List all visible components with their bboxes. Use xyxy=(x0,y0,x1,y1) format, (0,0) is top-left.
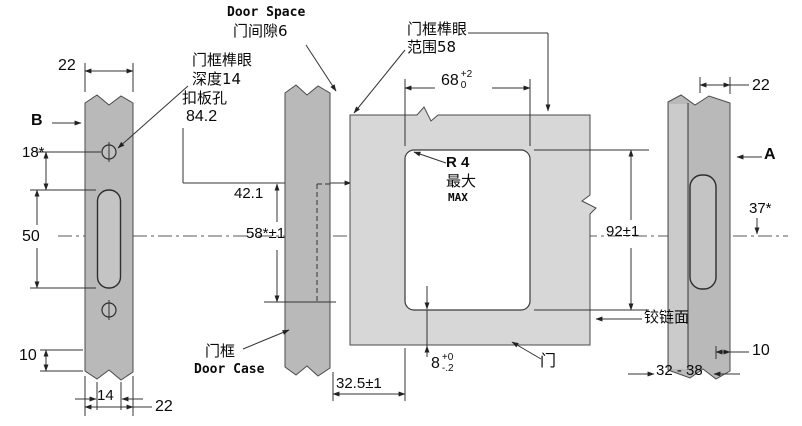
dim-hole-width: 68 +2 0 xyxy=(441,69,473,91)
callout-door-gap: 门间隙6 xyxy=(233,22,288,40)
dim-plate-b-mortise-height: 50 xyxy=(22,228,40,245)
dim-plate-a-offset: 37* xyxy=(749,200,772,217)
door-panel-group xyxy=(349,79,649,360)
plate-a-dimensions xyxy=(628,77,762,377)
dim-plate-b-width-top: 22 xyxy=(58,57,76,74)
tolerance-lower: -.2 xyxy=(441,362,454,374)
plate-b-dimensions xyxy=(30,63,152,416)
door-case-leader xyxy=(242,329,290,350)
callout-door-space-en: Door Space xyxy=(227,5,306,20)
door-case-bar xyxy=(284,84,331,377)
dim-hinge-offset: 42.1 xyxy=(234,185,264,202)
plate-a-mortise xyxy=(689,174,717,290)
door-leader xyxy=(511,341,542,360)
leader-line xyxy=(353,49,406,114)
callout-range: 范围58 xyxy=(407,38,457,56)
label-plate-b: B xyxy=(31,112,43,129)
hinge-mortise-hole xyxy=(404,149,531,311)
callout-frame-mortise: 门框榫眼 xyxy=(192,51,253,69)
leader-line xyxy=(117,85,189,149)
label-plate-a: A xyxy=(764,146,776,163)
door-case-group xyxy=(242,84,406,401)
label-door: 门 xyxy=(540,351,557,370)
dim-plate-b-bottom-offset: 10 xyxy=(19,347,37,364)
label-door-case-zh: 门框 xyxy=(205,342,236,360)
label-hinge-face: 铰链面 xyxy=(644,308,690,326)
dim-strike-plate: 84.2 xyxy=(186,108,218,125)
dim-plate-a-width-top: 22 xyxy=(752,77,770,94)
callout-frame-mortise-2: 门框榫眼 xyxy=(407,20,468,38)
callout-depth: 深度14 xyxy=(192,70,242,88)
tolerance-upper: +0 xyxy=(441,352,454,363)
plate-a-group xyxy=(667,94,731,380)
tolerance-lower: 0 xyxy=(460,79,467,91)
dim-plate-b-mortise-width: 14 xyxy=(97,387,114,404)
plate-b-mortise xyxy=(96,189,122,289)
callout-radius: R 4 xyxy=(446,154,470,171)
dim-hole-height: 92±1 xyxy=(606,223,640,240)
callout-strike-plate-hole: 扣板孔 xyxy=(182,89,228,107)
mortise-range-callout xyxy=(353,32,551,114)
dim-hole-depth-tolerance: +0 -.2 xyxy=(441,352,454,374)
dim-plate-a-bottom-offset: 10 xyxy=(752,342,770,359)
dim-hole-depth: 8 +0 -.2 xyxy=(431,352,454,374)
door-space-leader xyxy=(305,44,337,92)
dim-hole-width-tolerance: +2 0 xyxy=(460,69,473,91)
plate-a-face-strip xyxy=(669,104,688,369)
dim-plate-b-hole-offset: 18* xyxy=(22,144,45,161)
plate-b-group xyxy=(84,94,134,381)
callout-radius-max-zh: 最大 xyxy=(446,172,477,190)
dim-hole-depth-base: 8 xyxy=(431,354,440,372)
dim-case-mortise-height: 58*±1 xyxy=(246,225,286,242)
dim-case-edge: 32.5±1 xyxy=(336,375,382,392)
radius-leader xyxy=(413,151,447,164)
dim-hole-width-base: 68 xyxy=(441,71,459,89)
callout-radius-max-en: MAX xyxy=(448,191,468,204)
dim-hinge-face-range: 32 - 38 xyxy=(656,362,703,379)
label-door-case-en: Door Case xyxy=(194,362,265,377)
dim-plate-b-width-bottom: 22 xyxy=(155,398,173,415)
tolerance-upper: +2 xyxy=(460,69,473,80)
